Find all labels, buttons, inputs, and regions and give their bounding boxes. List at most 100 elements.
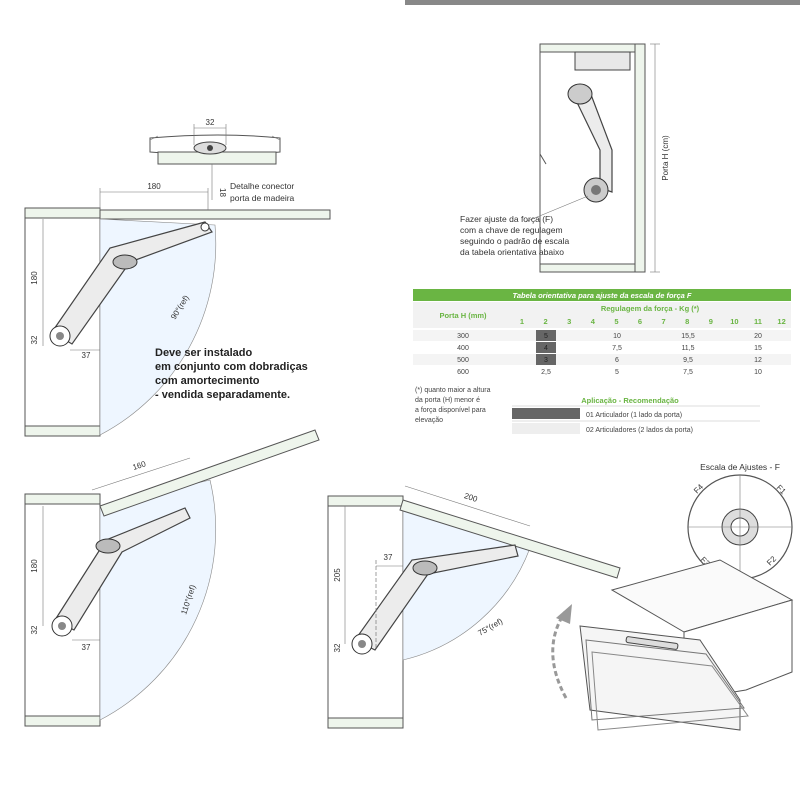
table-row xyxy=(413,354,791,365)
table-cell-value: 5 xyxy=(544,333,548,340)
table-row xyxy=(413,342,791,353)
dim-offset-2: 37 xyxy=(82,643,91,652)
svg-text:seguindo o padrão de escala: seguindo o padrão de escala xyxy=(460,236,569,246)
table-cell-value: 7,5 xyxy=(683,369,693,376)
svg-text:a força disponível para: a força disponível para xyxy=(415,407,486,414)
door-panel-3 xyxy=(399,499,621,579)
scale-number: 3 xyxy=(567,317,571,326)
scale-number: 7 xyxy=(662,317,666,326)
door-panel-1 xyxy=(99,209,331,220)
table-cell-value: 7,5 xyxy=(612,345,622,352)
table-cell-value: 10 xyxy=(613,333,621,340)
door-panel-2 xyxy=(99,429,320,517)
application-swatch-2 xyxy=(512,423,580,434)
svg-text:da porta (H) menor é: da porta (H) menor é xyxy=(415,397,480,404)
dim-left-2: 180 xyxy=(30,559,39,573)
door-side xyxy=(634,43,646,273)
table-cell-value: 3 xyxy=(544,357,548,364)
handle-icon xyxy=(625,636,679,650)
svg-text:da tabela orientativa abaixo: da tabela orientativa abaixo xyxy=(460,247,564,257)
table-cell-value: 11,5 xyxy=(681,345,694,352)
table-cell-value: 2,5 xyxy=(541,369,551,376)
table-cell-height: 400 xyxy=(457,345,469,352)
table-col-header: Porta H (mm) xyxy=(439,311,487,320)
side-view: Porta H (cm) Fazer ajuste da força (F) c… xyxy=(460,43,670,273)
swing-arc-1 xyxy=(99,218,217,436)
table-title-bar xyxy=(413,289,791,301)
figure-2: 160 180 32 37 110°(ref) xyxy=(24,429,320,727)
table-cell-height: 500 xyxy=(457,357,469,364)
header-bar xyxy=(405,0,800,5)
table-cell-value: 20 xyxy=(754,333,762,340)
swing-arc-3 xyxy=(402,505,531,661)
flap-door-icon xyxy=(579,625,741,731)
svg-text:- vendida separadamente.: - vendida separadamente. xyxy=(155,389,290,401)
application-swatch-1 xyxy=(512,408,580,419)
table-row xyxy=(413,366,791,377)
table-row xyxy=(413,330,791,341)
dim-bottom-3: 32 xyxy=(333,643,342,652)
svg-text:Fazer ajuste da força (F): Fazer ajuste da força (F) xyxy=(460,214,553,224)
table-highlight-cell xyxy=(536,354,556,365)
lift-arm-1 xyxy=(51,221,213,345)
table-highlight-cell xyxy=(536,342,556,353)
connector-width-label: 32 xyxy=(206,118,215,127)
table-cell-value: 10 xyxy=(754,369,762,376)
scale-number: 9 xyxy=(709,317,713,326)
table-cell-value: 5 xyxy=(615,369,619,376)
dim-top-3: 200 xyxy=(463,491,479,504)
dim-offset-3: 37 xyxy=(384,553,393,562)
table-cell-height: 300 xyxy=(457,333,469,340)
table-cell-value: 6 xyxy=(615,357,619,364)
figure-3: 200 205 32 37 75°(ref) xyxy=(327,485,621,729)
swing-arc-2 xyxy=(99,479,217,721)
figure-1: 32 18 Detalhe conector porta de madeira … xyxy=(24,118,331,437)
scale-number: 8 xyxy=(685,317,689,326)
table-cell-value: 4 xyxy=(544,345,548,352)
scale-number: 2 xyxy=(544,317,548,326)
dim-offset-1: 37 xyxy=(82,351,91,360)
connector-label-2: porta de madeira xyxy=(230,193,295,203)
dim-left-1: 180 xyxy=(30,271,39,285)
table-cell-value: 15 xyxy=(754,345,762,352)
svg-text:elevação: elevação xyxy=(415,417,443,424)
connector-detail: 32 18 Detalhe conector porta de madeira xyxy=(149,118,295,203)
scale-number: 12 xyxy=(777,317,785,326)
svg-text:em conjunto com dobradiças: em conjunto com dobradiças xyxy=(155,361,308,373)
table-rows: 300 5 10 15,5 20 400 4 7,5 11,5 15 500 3 6 9,5 12 600 2,… xyxy=(413,330,791,377)
dim-bottom-2: 32 xyxy=(30,625,39,634)
iso-cabinet xyxy=(551,559,794,731)
application-title: Aplicação - Recomendação xyxy=(581,396,679,405)
table-cell-value: 9,5 xyxy=(683,357,693,364)
table-cell-height: 600 xyxy=(457,369,469,376)
table-cell-value: 15,5 xyxy=(681,333,695,340)
dim-bottom-1: 32 xyxy=(30,335,39,344)
svg-text:com a chave de regulagem: com a chave de regulagem xyxy=(460,225,563,235)
adjust-scale-title: Escala de Ajustes - F xyxy=(700,462,780,472)
dim-left-3: 205 xyxy=(333,568,342,582)
table-group-header: Regulagem da força - Kg (*) xyxy=(601,304,700,313)
svg-text:com amortecimento: com amortecimento xyxy=(155,375,260,387)
scale-number: 5 xyxy=(614,317,618,326)
svg-text:(*) quanto maior a altura: (*) quanto maior a altura xyxy=(415,387,491,394)
scale-number: 10 xyxy=(730,317,738,326)
connector-label-1: Detalhe conector xyxy=(230,181,294,191)
scale-number: 4 xyxy=(591,317,596,326)
dim-top-2: 160 xyxy=(131,459,147,472)
table-highlight-cell xyxy=(536,330,556,341)
height-label: Porta H (cm) xyxy=(661,135,670,181)
install-note: Deve ser instalado em conjunto com dobra… xyxy=(155,347,308,401)
connector-height-label: 18 xyxy=(218,188,227,197)
lift-arrow-icon xyxy=(551,611,568,699)
scale-number: 11 xyxy=(754,317,762,326)
application-2: 02 Articuladores (2 lados da porta) xyxy=(586,427,693,434)
table-title: Tabela orientativa para ajuste da escala… xyxy=(513,291,692,300)
svg-text:Deve ser instalado: Deve ser instalado xyxy=(155,347,252,359)
force-table: Tabela orientativa para ajuste da escala… xyxy=(413,289,791,434)
dim-top-1: 180 xyxy=(147,182,161,191)
table-cell-value: 12 xyxy=(754,357,762,364)
application-1: 01 Articulador (1 lado da porta) xyxy=(586,412,682,419)
scale-number: 1 xyxy=(520,317,524,326)
